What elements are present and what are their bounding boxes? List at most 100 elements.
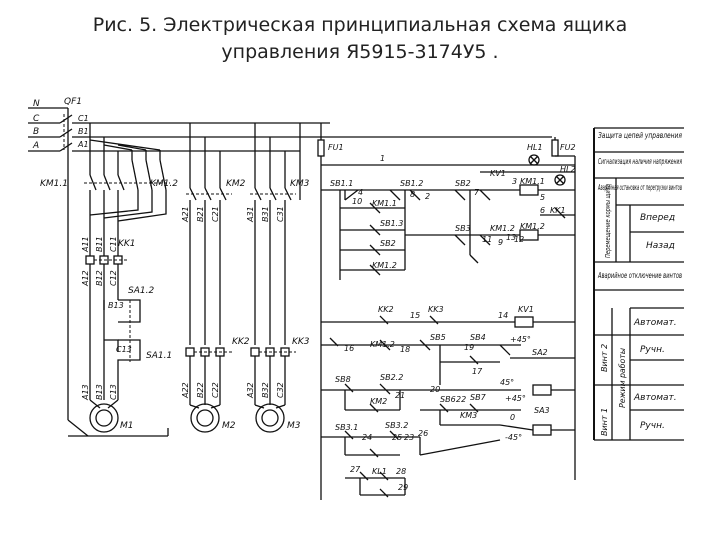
- km1-2-label: KM1.2: [150, 179, 178, 189]
- sa1-switch: [103, 299, 141, 400]
- sa2-label: SA2: [532, 348, 548, 357]
- node-12: 12: [514, 235, 524, 244]
- control-circuit-lines: [317, 123, 576, 500]
- node-11: 11: [482, 235, 492, 244]
- sb3-2-label: SB3.2: [385, 421, 408, 430]
- node-2: 2: [425, 192, 430, 201]
- legend-row-back: Назад: [646, 241, 675, 251]
- wire-b22: B22: [196, 382, 205, 398]
- legend-group-vint2: Винт 2: [600, 344, 609, 372]
- wire-a13: A13: [81, 384, 90, 401]
- node-27: 27: [350, 465, 361, 474]
- wire-c12: C12: [109, 270, 118, 286]
- legend-row-manual-1: Ручн.: [640, 421, 665, 431]
- legend-row-emerg-off: Аварийное отключение винтов: [597, 271, 682, 280]
- node-15: 15: [410, 311, 420, 320]
- sb3-label: SB3: [455, 224, 471, 233]
- phase-label-c: C: [33, 114, 40, 124]
- km1-1-coil-label: KM1.1: [520, 177, 545, 186]
- wire-b32: B32: [261, 382, 270, 398]
- km2-label: KM2: [226, 179, 246, 189]
- sb7-label: SB7: [470, 393, 487, 402]
- hl2-label: HL2: [560, 165, 576, 174]
- sa3-label: SA3: [534, 406, 550, 415]
- sb1-3-label: SB1.3: [380, 219, 403, 228]
- motor23-wire-labels: A21 B21 C21 A31 B31 C31 A22 B22 C22 A32 …: [181, 206, 285, 399]
- sb3-1-label: SB3.1: [335, 423, 358, 432]
- wire-a12: A12: [81, 270, 90, 287]
- node-22: 22: [456, 395, 466, 404]
- km2-km3-contacts: [186, 187, 296, 345]
- breaker-label: QF1: [64, 97, 82, 107]
- node-26: 26: [418, 429, 428, 438]
- legend-row-signal: Сигнализация наличия напряжения: [598, 157, 682, 166]
- kk3-label: KK3: [292, 337, 310, 347]
- node-16: 16: [344, 344, 354, 353]
- phase-label-b: B: [33, 127, 39, 137]
- legend-row-protection: Защита цепей управления: [598, 131, 682, 140]
- kk1-thermal-relay: [85, 230, 128, 400]
- kv1-aux-label: KV1: [490, 169, 506, 178]
- sb2-label-a: SB2: [455, 179, 471, 188]
- km1-2-sa-label: KM1.2: [370, 340, 395, 349]
- node-19: 19: [464, 343, 474, 352]
- km1-1-aux-label: KM1.1: [372, 199, 397, 208]
- km1-2-coil-label: KM1.2: [490, 224, 515, 233]
- wire-a21: A21: [181, 206, 190, 223]
- node-8: 8: [410, 190, 415, 199]
- sb2-label-b: SB2: [380, 239, 396, 248]
- fu1-label: FU1: [328, 143, 344, 152]
- wire-b13: B13: [95, 384, 104, 400]
- node-17: 17: [472, 367, 483, 376]
- node-14: 14: [498, 311, 508, 320]
- kk2-label: KK2: [232, 337, 250, 347]
- fu2-label: FU2: [560, 143, 576, 152]
- caption-line-1: Рис. 5. Электрическая принципиальная схе…: [92, 14, 628, 36]
- kk2-aux-label: KK2: [378, 305, 394, 314]
- motor-m3-label: M3: [287, 421, 301, 431]
- node-10: 10: [352, 197, 362, 206]
- kl1-label: KL1: [372, 467, 387, 476]
- km2-aux-label: KM2: [370, 397, 387, 406]
- wire-a31: A31: [246, 206, 255, 223]
- motor1-wire-labels: A11 B11 C11 A12 B12 C12 B13 C13 A13 B13 …: [81, 236, 132, 401]
- figure-caption: Рис. 5. Электрическая принципиальная схе…: [0, 12, 720, 66]
- node-3: 3: [512, 177, 517, 186]
- wire-a22: A22: [181, 382, 190, 399]
- node-1: 1: [380, 154, 385, 163]
- node-13: 13: [506, 233, 516, 242]
- sb5-label: SB5: [430, 333, 446, 342]
- km3-label: KM3: [290, 179, 310, 189]
- wire-c13-top: C13: [116, 345, 132, 354]
- node-21: 21: [395, 391, 405, 400]
- power-input-lines: [28, 107, 330, 437]
- sb8-label: SB8: [335, 375, 351, 384]
- node-6: 6: [540, 206, 545, 215]
- wire-c13: C13: [109, 384, 118, 400]
- wire-c31: C31: [276, 206, 285, 222]
- sb6-label: SB6: [440, 395, 456, 404]
- legend-row-auto-2: Автомат.: [633, 318, 677, 328]
- legend-row-emergency: Аварийная остановка от перегрузки винтов: [598, 183, 683, 192]
- control-labels: FU1 FU2 HL1 HL2 SB1.1 SB1.2 SB2 SB1.3 SB…: [328, 143, 576, 492]
- sb2-2-label: SB2.2: [380, 373, 403, 382]
- node-7: 7: [474, 188, 480, 197]
- breaker-term-a1: A1: [77, 140, 89, 149]
- legend-text: Защита цепей управления Сигнализация нал…: [597, 131, 682, 436]
- kk1-aux-label: KK1: [550, 206, 566, 215]
- phase-label-n: N: [33, 99, 40, 109]
- kk1-label: KK1: [118, 239, 136, 249]
- node-18: 18: [400, 345, 410, 354]
- legend-row-manual-2: Ручн.: [640, 345, 665, 355]
- breaker-term-c1: C1: [78, 114, 89, 123]
- wire-c21: C21: [211, 206, 220, 222]
- node-23: 23: [404, 433, 414, 442]
- node-28: 28: [396, 467, 406, 476]
- wire-b21: B21: [196, 206, 205, 222]
- legend-row-auto-1: Автомат.: [633, 393, 677, 403]
- km1-2-aux-label: KM1.2: [372, 261, 397, 270]
- angle-plus45-b: +45°: [505, 394, 526, 403]
- legend-table: [593, 127, 684, 441]
- sa1-2-label: SA1.2: [128, 286, 154, 296]
- node-9: 9: [498, 238, 503, 247]
